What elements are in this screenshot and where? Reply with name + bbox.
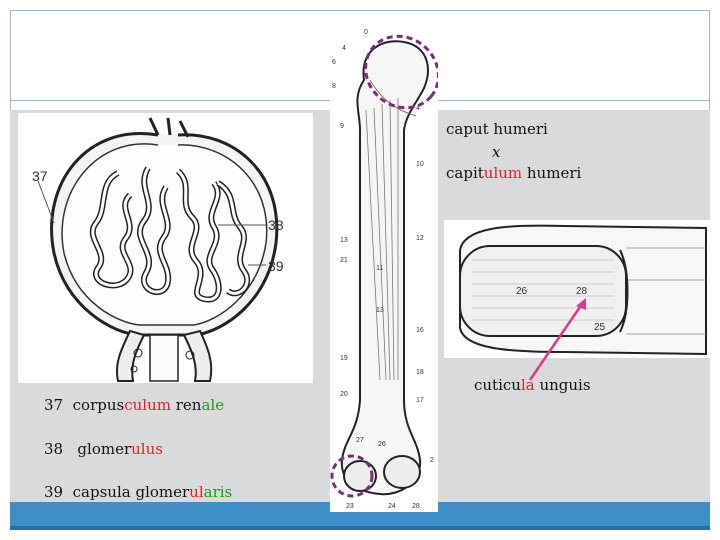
humerus-drawing: 0 4 6 8 4 9 10 12 13 21 11 13 16 19 18 2… [330, 20, 438, 512]
legend-text: capsula glomer [73, 483, 190, 501]
humerus-label: 6 [332, 59, 336, 66]
humerus-label: 8 [332, 83, 336, 90]
humerus-label: 13 [340, 237, 348, 244]
humerus-label: 27 [356, 437, 364, 444]
renal-corpuscle-drawing: 37 38 39 [18, 113, 313, 383]
capitulum-humeri-text: capitulum humeri [446, 164, 581, 182]
humerus-label: 26 [378, 441, 386, 448]
legend-item-39: 39 capsula glomerularis [44, 483, 232, 501]
legend-item-37: 37 corpusculum renale [44, 396, 224, 414]
cuticula-part: unguis [535, 376, 591, 394]
legend-number: 37 [44, 396, 63, 414]
cuticula-arrow [520, 290, 600, 390]
humerus-label: 9 [340, 123, 344, 130]
legend-item-38: 38 glomerulus [44, 440, 163, 458]
humerus-label: 11 [376, 265, 383, 272]
humerus-label: 4 [342, 45, 346, 52]
humerus-label: 23 [346, 503, 354, 510]
versus-mark: x [492, 143, 500, 161]
legend-text-red: culum [124, 396, 171, 414]
legend-text-red: ulus [131, 440, 163, 458]
label-38: 38 [268, 217, 284, 233]
humerus-label: 4 [416, 105, 420, 112]
label-37: 37 [32, 168, 48, 184]
renal-corpuscle-figure: 37 38 39 [18, 113, 313, 383]
humerus-label: 18 [416, 369, 424, 376]
humerus-label: 24 [388, 503, 396, 510]
cuticula-part: cuticu [474, 376, 521, 394]
footer-strip [10, 526, 710, 530]
humerus-label: 2 [430, 457, 434, 464]
capitulum-part: capit [446, 164, 484, 182]
humerus-label: 12 [416, 235, 424, 242]
humerus-label: 21 [340, 257, 348, 264]
label-39: 39 [268, 258, 284, 274]
capitulum-part: humeri [522, 164, 581, 182]
legend-text-green: aris [204, 483, 233, 501]
humerus-figure: 0 4 6 8 4 9 10 12 13 21 11 13 16 19 18 2… [330, 20, 438, 512]
legend-text: ren [171, 396, 201, 414]
humerus-label: 13 [376, 307, 384, 314]
humerus-label: 16 [416, 327, 424, 334]
humerus-label: 10 [416, 161, 424, 168]
humerus-label: 0 [364, 29, 368, 36]
legend-text-green: ale [201, 396, 224, 414]
caput-humeri-text: caput humeri [446, 120, 548, 138]
legend-number: 38 [44, 440, 63, 458]
humerus-label: 19 [340, 355, 348, 362]
humerus-label: 20 [340, 391, 348, 398]
cuticula-unguis-text: cuticula unguis [474, 376, 591, 394]
capitulum-part-red: ulum [484, 164, 522, 182]
cuticula-part-red: la [521, 376, 535, 394]
humerus-label: 28 [412, 503, 420, 510]
humerus-label: 17 [416, 397, 424, 404]
legend-text-red: ul [189, 483, 203, 501]
legend-number: 39 [44, 483, 63, 501]
legend-text: corpus [73, 396, 125, 414]
legend-text: glomer [77, 440, 131, 458]
